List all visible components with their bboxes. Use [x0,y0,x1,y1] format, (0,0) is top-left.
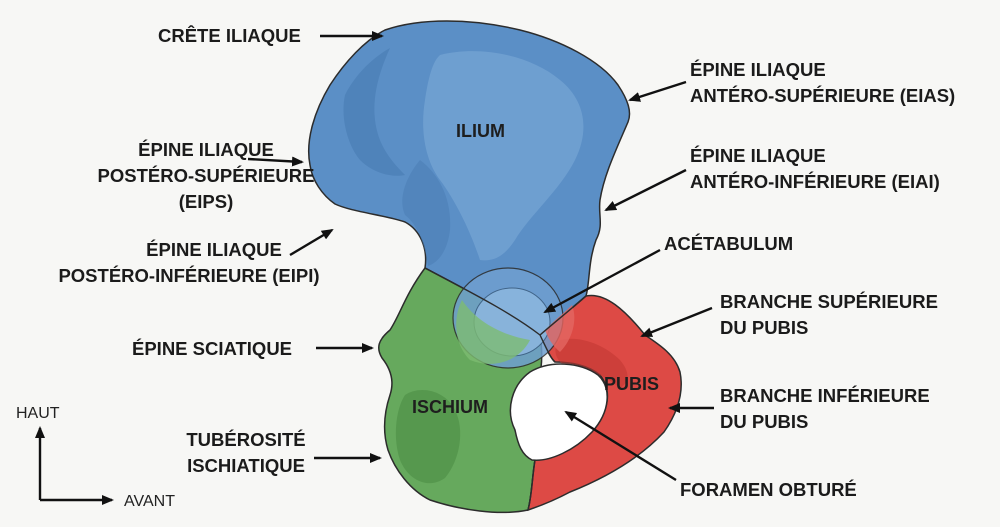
ischium-label: ISCHIUM [412,397,488,417]
ilium-ischium-border [424,267,541,336]
label-tuberosite-line2: ISCHIATIQUE [187,455,305,476]
ilium-crest-shade [343,48,405,176]
ilium-fossa-shade [423,51,584,261]
label-eias-line1: ÉPINE ILIAQUE [690,59,826,80]
label-eiai-line1: ÉPINE ILIAQUE [690,145,826,166]
label-foramen-obture: FORAMEN OBTURÉ [680,479,857,500]
orientation-forward-label: AVANT [124,493,175,510]
label-eias-line2: ANTÉRO-SUPÉRIEURE (EIAS) [690,85,955,106]
label-epine-sciatique: ÉPINE SCIATIQUE [132,338,292,359]
label-eipi-line1: ÉPINE ILIAQUE [146,239,282,260]
obturator-foramen [509,363,608,461]
label-branche-sup-line1: BRANCHE SUPÉRIEURE [720,291,938,312]
acetabulum-red-overlay [545,305,575,352]
label-eips-line1: ÉPINE ILIAQUE [138,139,274,160]
arrow-eiai [604,168,687,212]
ilium-label: ILIUM [456,121,505,141]
label-eips-line2: POSTÉRO-SUPÉRIEURE [98,165,315,186]
label-branche-sup-line2: DU PUBIS [720,317,808,338]
label-eipi-line2: POSTÉRO-INFÉRIEURE (EIPI) [58,265,319,286]
ilium-pubis-border [539,295,587,336]
arrow-eias [628,80,687,102]
ischium-shade [395,390,461,484]
ilium-auricular-shade [402,160,451,266]
pubis-shade [555,338,628,388]
orientation-up-label: HAUT [16,405,60,422]
arrow-foramen-obture [564,410,677,482]
label-crete-iliaque: CRÊTE ILIAQUE [158,25,301,46]
ischium-pubis-border [527,334,556,511]
acetabulum-green-overlay [456,300,530,364]
label-acetabulum: ACÉTABULUM [664,233,793,254]
arrow-eips [247,156,304,167]
arrow-branche-sup [640,306,713,338]
label-eiai-line2: ANTÉRO-INFÉRIEURE (EIAI) [690,171,940,192]
arrow-eipi [289,228,334,257]
label-eips-line3: (EIPS) [179,191,233,212]
label-tuberosite-line1: TUBÉROSITÉ [186,429,305,450]
arrow-acetabulum [543,248,661,314]
pubis-label: PUBIS [604,374,659,394]
label-branche-inf-line1: BRANCHE INFÉRIEURE [720,385,930,406]
label-branche-inf-line2: DU PUBIS [720,411,808,432]
